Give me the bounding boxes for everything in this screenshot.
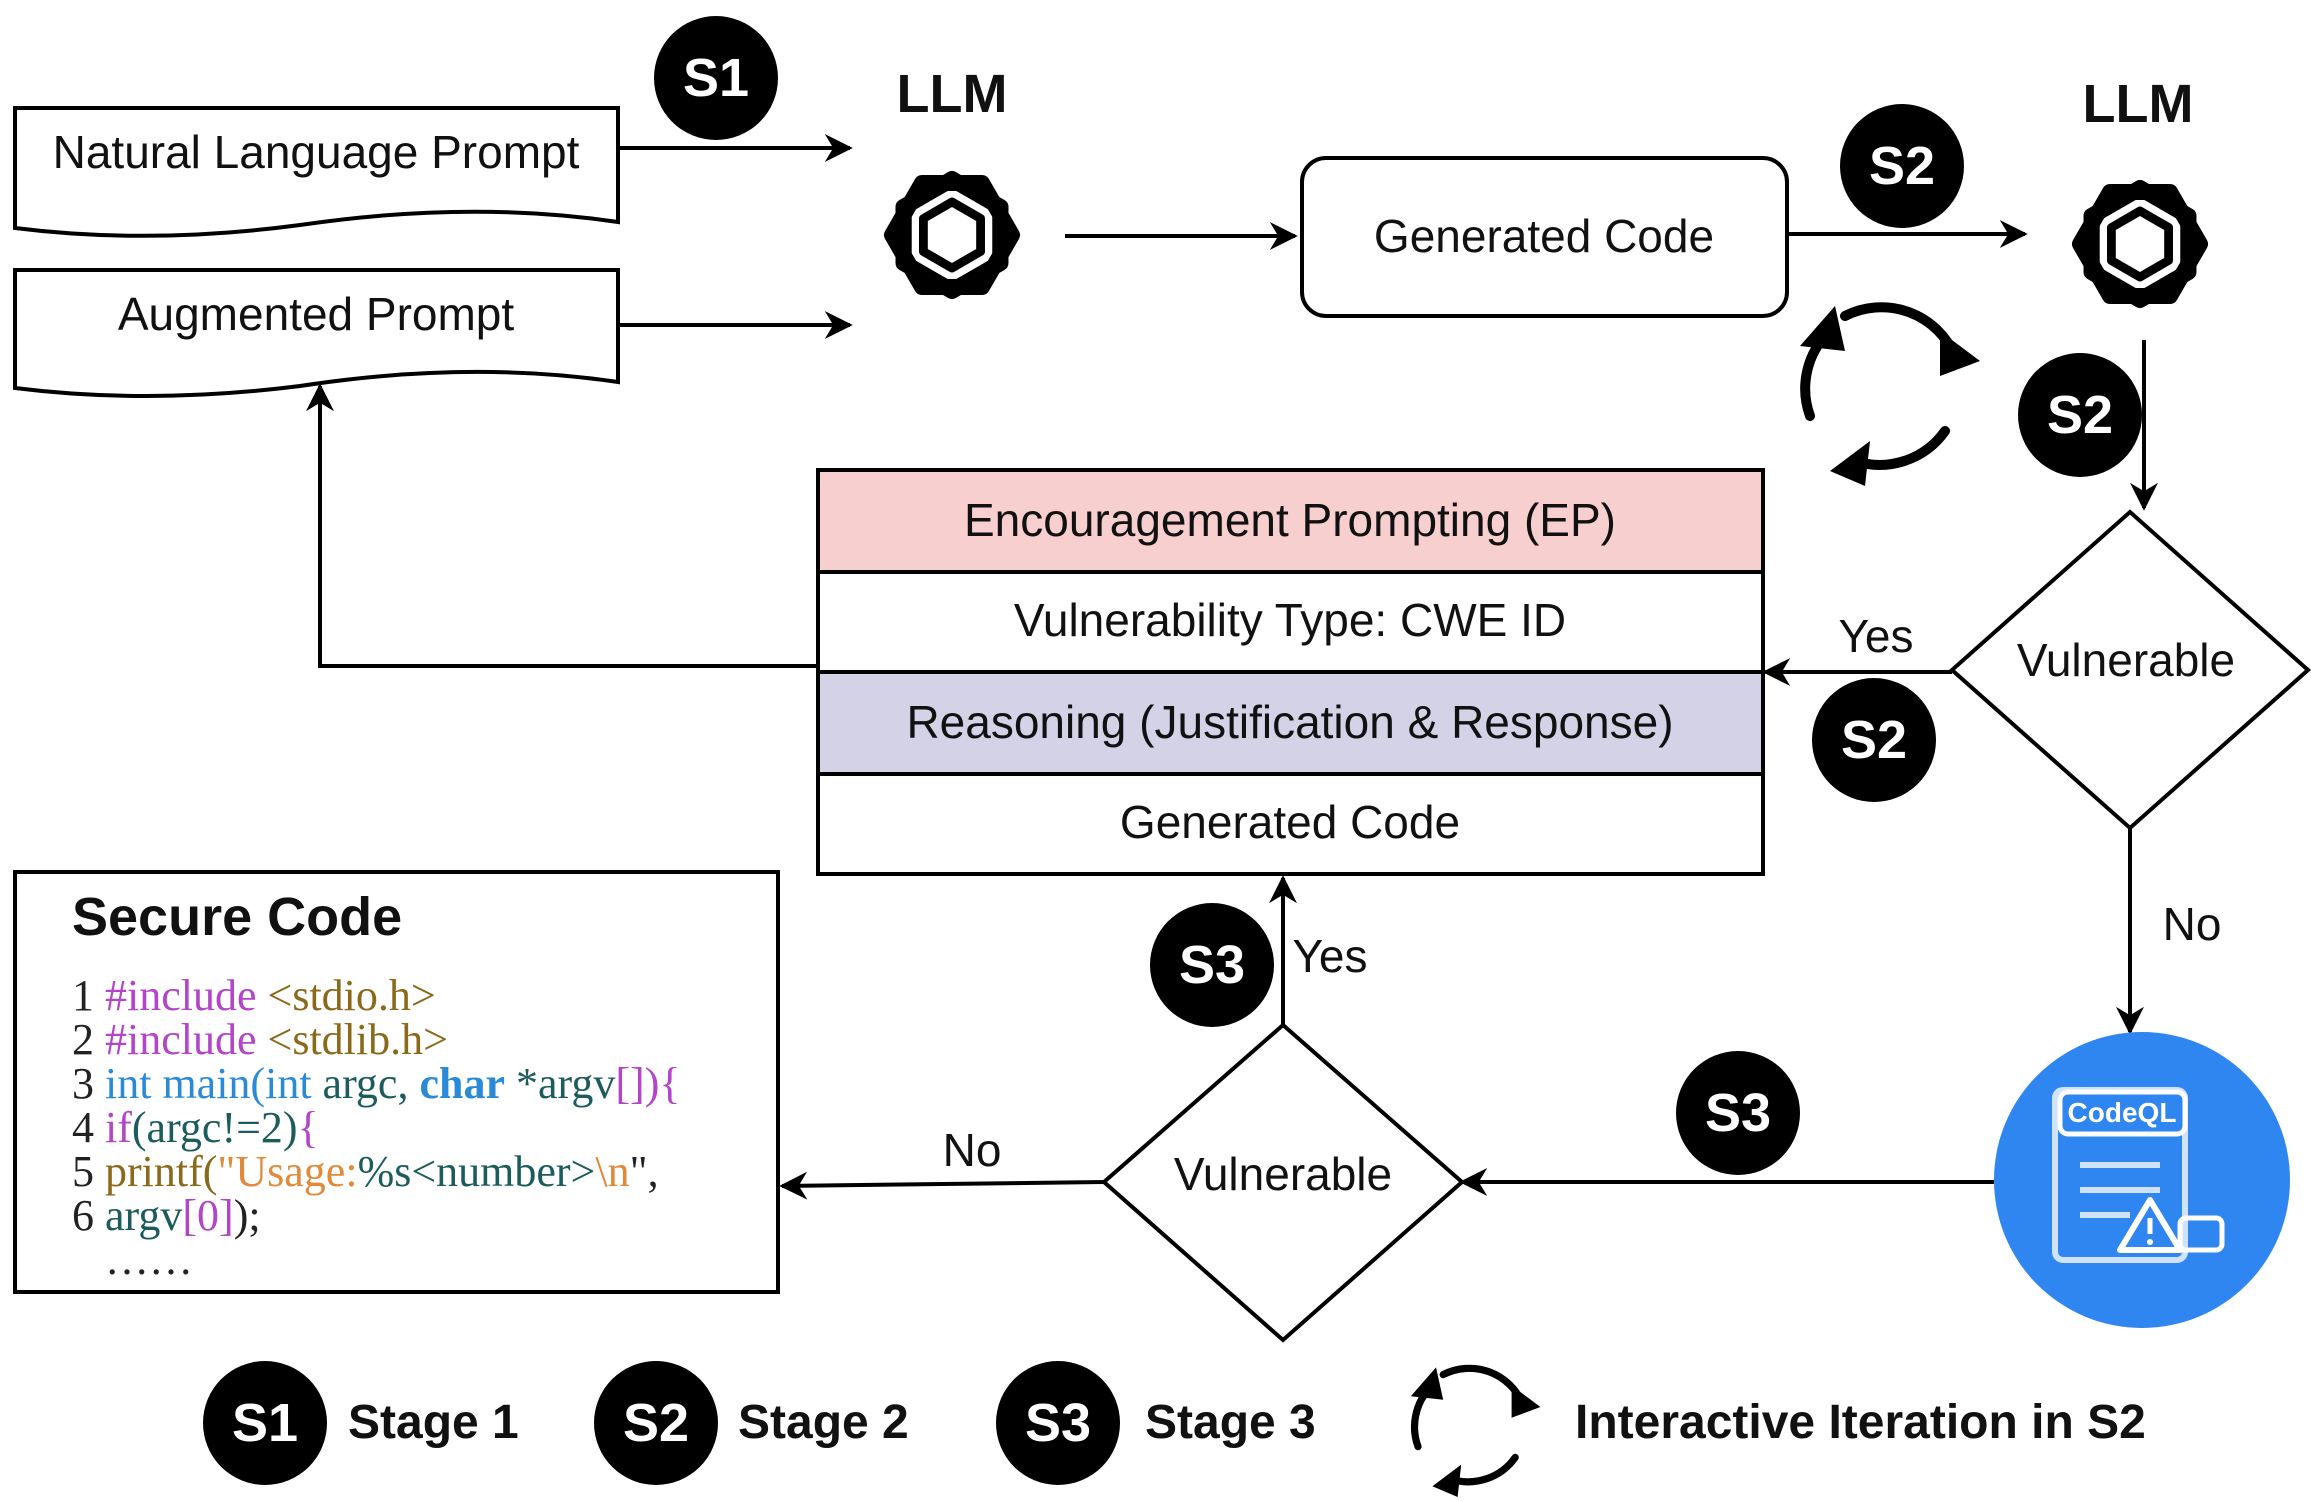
code-token: char <box>419 1059 505 1108</box>
legend-item-stage3: S3 Stage 3 <box>996 1361 1316 1485</box>
codeql-logo: CodeQL <box>1994 1032 2290 1328</box>
svg-text:S2: S2 <box>623 1393 689 1453</box>
code-token: %s<number> <box>358 1147 596 1196</box>
natural-language-prompt: Natural Language Prompt <box>13 106 620 238</box>
svg-text:S3: S3 <box>1025 1393 1091 1453</box>
code-token: int <box>265 1059 311 1108</box>
secure-code-title: Secure Code <box>72 887 402 947</box>
iteration-cycle-icon <box>1800 306 1980 486</box>
code-token: <stdlib.h> <box>257 1015 448 1064</box>
stage-badge-s3-right: S3 <box>1676 1051 1800 1175</box>
code-token: 2 <box>72 1015 105 1064</box>
code-token: …… <box>72 1235 193 1284</box>
yes-label-2: Yes <box>1292 930 1367 982</box>
svg-text:S1: S1 <box>683 48 749 108</box>
code-token: int main( <box>105 1059 265 1108</box>
iteration-cycle-icon <box>1411 1367 1541 1497</box>
generated-code-box: Generated Code <box>1300 156 1789 318</box>
svg-text:S2: S2 <box>1841 710 1907 770</box>
secure-code-box: Secure Code 1 #include <stdio.h>2 #inclu… <box>13 870 780 1294</box>
stage-badge-s3-left: S3 <box>1150 903 1274 1027</box>
stage-badge-s1: S1 <box>654 16 778 140</box>
stage-badge-s2-mid: S2 <box>1812 678 1936 802</box>
no-label-2: No <box>943 1124 1002 1176</box>
code-token: { <box>298 1103 319 1152</box>
code-token: 3 <box>72 1059 105 1108</box>
code-token: #include <box>105 1015 257 1064</box>
code-token: 4 <box>72 1103 105 1152</box>
code-listing: 1 #include <stdio.h>2 #include <stdlib.h… <box>72 971 680 1284</box>
ep-title-row <box>816 468 1765 574</box>
code-token: []){ <box>615 1059 680 1108</box>
arrow-no-to-secure-code <box>779 1171 1105 1200</box>
yes-label-1: Yes <box>1838 610 1913 662</box>
svg-text:S3: S3 <box>1179 935 1245 995</box>
code-token: [0] <box>182 1191 233 1240</box>
code-token: <stdio.h> <box>257 971 436 1020</box>
code-line: 1 #include <stdio.h> <box>72 971 436 1020</box>
code-token: if <box>105 1103 132 1152</box>
ep-vuln-type: Vulnerability Type: CWE ID <box>1014 594 1566 646</box>
llm-label-2: LLM <box>2083 74 2194 134</box>
code-line: 2 #include <stdlib.h> <box>72 1015 448 1064</box>
svg-text:S3: S3 <box>1705 1083 1771 1143</box>
code-token: ); <box>234 1191 261 1240</box>
legend-stage1-label: Stage 1 <box>348 1396 519 1449</box>
svg-text:S2: S2 <box>2047 385 2113 445</box>
ep-title: Encouragement Prompting (EP) <box>964 494 1616 546</box>
code-token: 6 <box>72 1191 105 1240</box>
stage-badge-s2-top: S2 <box>1840 104 1964 228</box>
vulnerable-decision-1: Vulnerable <box>1948 509 2311 831</box>
ep-vuln-type-row <box>816 570 1765 674</box>
natural-language-prompt-label: Natural Language Prompt <box>53 126 580 178</box>
legend-stage3-label: Stage 3 <box>1145 1396 1316 1449</box>
augmented-prompt: Augmented Prompt <box>13 268 620 399</box>
arrow-ep-to-augmented <box>306 383 818 668</box>
code-token: argv <box>105 1191 182 1240</box>
code-token: printf( <box>105 1147 217 1196</box>
code-line: …… <box>72 1235 193 1284</box>
code-token: 5 <box>72 1147 105 1196</box>
code-token: #include <box>105 971 257 1020</box>
code-line: 3 int main(int argc, char *argv[]){ <box>72 1059 680 1108</box>
stage-badge-s2-right: S2 <box>2018 353 2142 477</box>
code-token: "Usage: <box>217 1147 357 1196</box>
code-line: 6 argv[0]); <box>72 1191 261 1240</box>
legend-item-iteration: Interactive Iteration in S2 <box>1411 1367 2146 1497</box>
code-token: *argv <box>505 1059 615 1108</box>
legend: S1 Stage 1 S2 Stage 2 S3 Stage 3 Interac… <box>203 1361 2146 1497</box>
code-token: ", <box>630 1147 659 1196</box>
svg-text:Vulnerable: Vulnerable <box>1174 1148 1392 1200</box>
code-token: argc, <box>312 1059 420 1108</box>
legend-stage2-label: Stage 2 <box>738 1396 909 1449</box>
ep-generated-code-row <box>816 772 1765 876</box>
svg-text:S1: S1 <box>232 1393 298 1453</box>
legend-item-stage2: S2 Stage 2 <box>594 1361 909 1485</box>
openai-logo-icon <box>2068 174 2213 313</box>
openai-logo-icon <box>880 165 1025 304</box>
code-token: 1 <box>72 971 105 1020</box>
svg-text:Generated Code: Generated Code <box>1374 210 1714 262</box>
code-token: (argc!=2) <box>132 1103 298 1152</box>
code-line: 5 printf("Usage:%s<number>\n", <box>72 1147 659 1196</box>
augmented-prompt-label: Augmented Prompt <box>118 288 515 340</box>
svg-text:Vulnerable: Vulnerable <box>2017 634 2235 686</box>
svg-text:S2: S2 <box>1869 136 1935 196</box>
code-token: \n <box>595 1147 629 1196</box>
ep-reasoning: Reasoning (Justification & Response) <box>906 696 1673 748</box>
ep-reasoning-row <box>816 670 1765 776</box>
legend-iteration-label: Interactive Iteration in S2 <box>1575 1396 2146 1449</box>
ep-generated-code: Generated Code <box>1120 796 1460 848</box>
vulnerable-decision-2: Vulnerable <box>1100 1022 1466 1343</box>
code-line: 4 if(argc!=2){ <box>72 1103 319 1152</box>
legend-item-stage1: S1 Stage 1 <box>203 1361 519 1485</box>
ep-block: Encouragement Prompting (EP) Vulnerabili… <box>816 468 1765 876</box>
llm-label-1: LLM <box>897 64 1008 124</box>
no-label-1: No <box>2163 898 2222 950</box>
codeql-label: CodeQL <box>2068 1097 2177 1128</box>
